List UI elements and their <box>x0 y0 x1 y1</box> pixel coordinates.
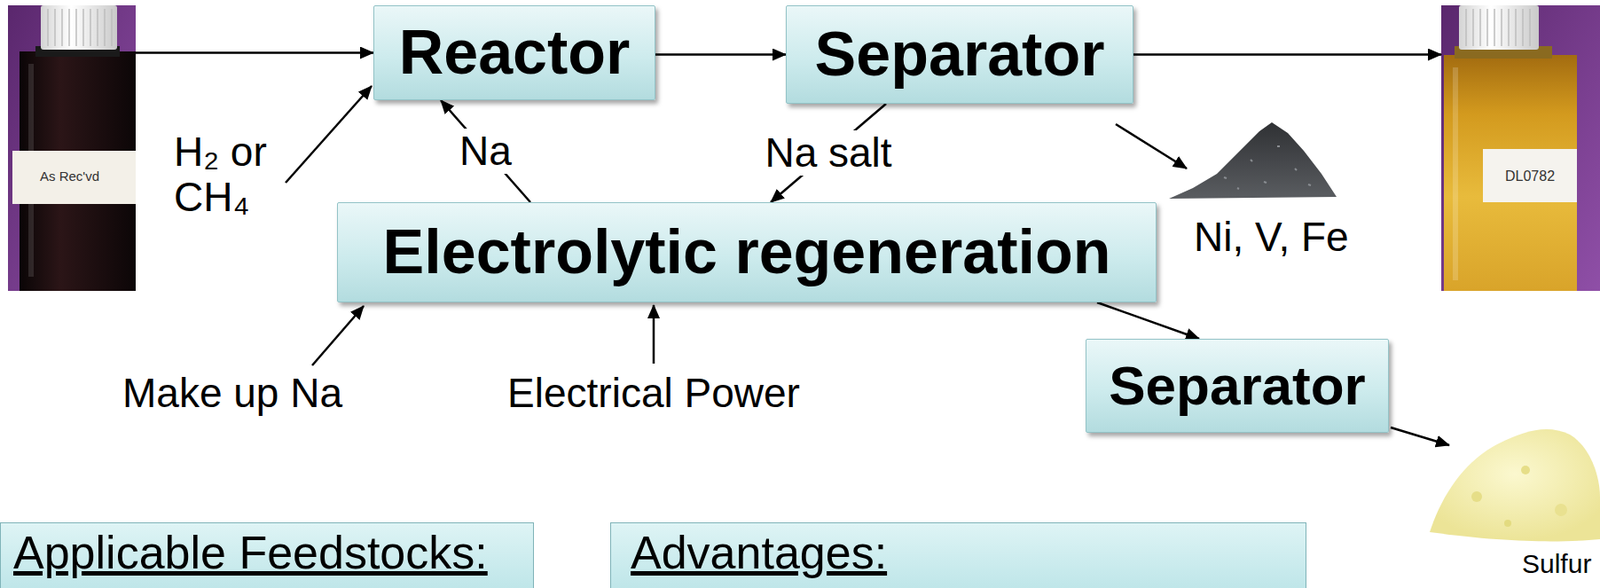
feed-gas-arrow <box>285 86 372 183</box>
powder-speckles <box>1223 146 1311 189</box>
sulfur-lump <box>1471 491 1483 502</box>
info-panel: Advantages: <box>610 522 1307 588</box>
vial-cap <box>40 5 118 50</box>
label-holder: Ni, V, Fe <box>1193 214 1350 260</box>
box-title: Separator <box>1108 353 1365 417</box>
sulfur-powder <box>1429 429 1600 542</box>
vial-highlight <box>1452 67 1459 281</box>
vial-label <box>1482 149 1577 203</box>
connector-line <box>135 51 374 55</box>
metal-powder <box>1168 122 1337 199</box>
input-label: Electrical Power <box>507 370 800 416</box>
gold-vial <box>1443 54 1577 291</box>
box-title: Reactor <box>399 16 631 89</box>
photo-background <box>1441 5 1600 291</box>
label-holder: Sulfur <box>1521 549 1592 579</box>
input-label: Make up Na <box>122 370 343 416</box>
vial-label <box>12 150 136 204</box>
sulfur-lump <box>1554 503 1568 517</box>
byproduct-label: Ni, V, Fe <box>1193 214 1350 260</box>
label-holder: Make up Na <box>122 370 343 416</box>
process-box: Reactor <box>373 5 656 101</box>
process-box: Electrolytic regeneration <box>337 202 1157 303</box>
process-box: Separator <box>785 5 1134 104</box>
process-box: Separator <box>1085 338 1389 433</box>
info-panel: Applicable Feedstocks: <box>0 522 534 588</box>
edge-label: Na salt <box>759 130 897 176</box>
sulfur-arrow <box>1390 427 1450 446</box>
connector <box>135 52 374 54</box>
sulfur-lump <box>1521 465 1530 475</box>
photo-background <box>7 5 136 291</box>
connector-line <box>440 100 531 203</box>
metals-arrow <box>1115 124 1187 169</box>
connector-line <box>1097 302 1200 339</box>
connector <box>655 54 786 55</box>
edge-label-holder: Na <box>454 128 518 174</box>
vial-cap <box>1458 5 1539 50</box>
connector <box>1133 54 1442 55</box>
edge-label: Na <box>454 128 518 174</box>
cap-ridges <box>1466 8 1530 47</box>
makeup-arrow <box>312 305 364 366</box>
vial-label-text: DL0782 <box>1505 168 1555 185</box>
edge-label-holder: Na salt <box>759 130 897 176</box>
cap-ridges <box>47 8 112 47</box>
panel-heading: Applicable Feedstocks: <box>13 526 488 581</box>
vial-label-text: As Rec'vd <box>39 168 100 184</box>
connector-line <box>1133 53 1442 56</box>
label-holder: H₂ or CH₄ <box>173 129 285 220</box>
box-title: Separator <box>815 18 1106 91</box>
connector <box>440 100 531 203</box>
feed-gas-label: H₂ or CH₄ <box>173 129 285 220</box>
connector-line <box>655 53 786 56</box>
product-label: Sulfur <box>1521 549 1592 579</box>
connector <box>1097 302 1200 339</box>
power-arrow <box>652 305 656 364</box>
sulfur-lump <box>1504 519 1512 527</box>
box-title: Electrolytic regeneration <box>383 216 1112 289</box>
sample-photo: As Rec'vd <box>7 5 136 291</box>
sample-photo: DL0782 <box>1441 5 1600 291</box>
label-holder: Electrical Power <box>507 370 800 416</box>
panel-heading: Advantages: <box>630 526 887 581</box>
